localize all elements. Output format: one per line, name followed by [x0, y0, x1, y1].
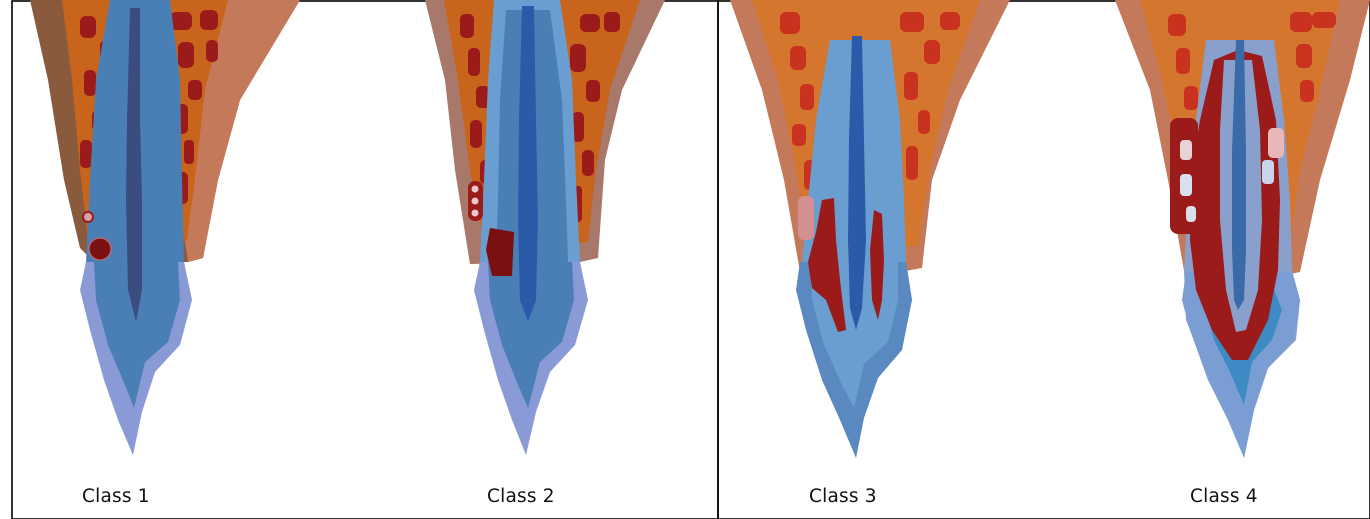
class2-lesion-dot-1: [472, 186, 479, 193]
class1-resorption-lesion: [89, 238, 111, 260]
class4-lesion-light-4: [1268, 128, 1284, 158]
class3-tooth-figure: [730, 0, 1010, 458]
class2-caption: Class 2: [487, 486, 555, 507]
class1-caption: Class 1: [82, 486, 150, 507]
class4-lesion-light-1: [1180, 140, 1192, 160]
class4-lesion-light-5: [1262, 160, 1274, 184]
class2-lesion-dot-3: [472, 210, 479, 217]
class4-tooth-figure: [1115, 0, 1370, 458]
class3-caption: Class 3: [809, 486, 877, 507]
class4-caption: Class 4: [1190, 486, 1258, 507]
class1-small-lesion: [83, 212, 93, 222]
class2-lesion-dot-2: [472, 198, 479, 205]
class1-tooth-figure: [30, 0, 300, 455]
class4-lesion-light-2: [1180, 174, 1192, 196]
class2-tooth-figure: [425, 0, 665, 455]
class4-lesion-light-3: [1186, 206, 1196, 222]
class3-small-lesions: [798, 196, 814, 240]
